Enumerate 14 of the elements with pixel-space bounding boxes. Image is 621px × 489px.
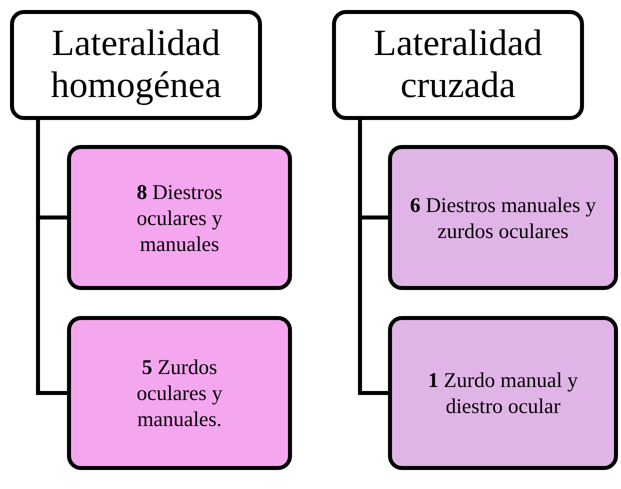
item-text: 6 Diestros manuales y zurdos oculares	[408, 192, 598, 244]
heading-box	[332, 10, 584, 120]
heading-box	[10, 10, 262, 120]
connector-line	[36, 120, 67, 395]
item-text: 1 Zurdo manual y diestro ocular	[427, 367, 579, 419]
heading-text: Lateralidad homogénea	[50, 23, 222, 107]
item-box	[388, 145, 618, 290]
connector-line	[358, 120, 388, 395]
item-text: 5 Zurdos oculares y manuales.	[136, 354, 224, 432]
item-box	[67, 145, 292, 290]
item-box	[388, 316, 618, 470]
item-box	[67, 316, 292, 470]
heading-text: Lateralidad cruzada	[372, 23, 544, 107]
item-text: 8 Diestros oculares y manuales	[136, 178, 224, 256]
